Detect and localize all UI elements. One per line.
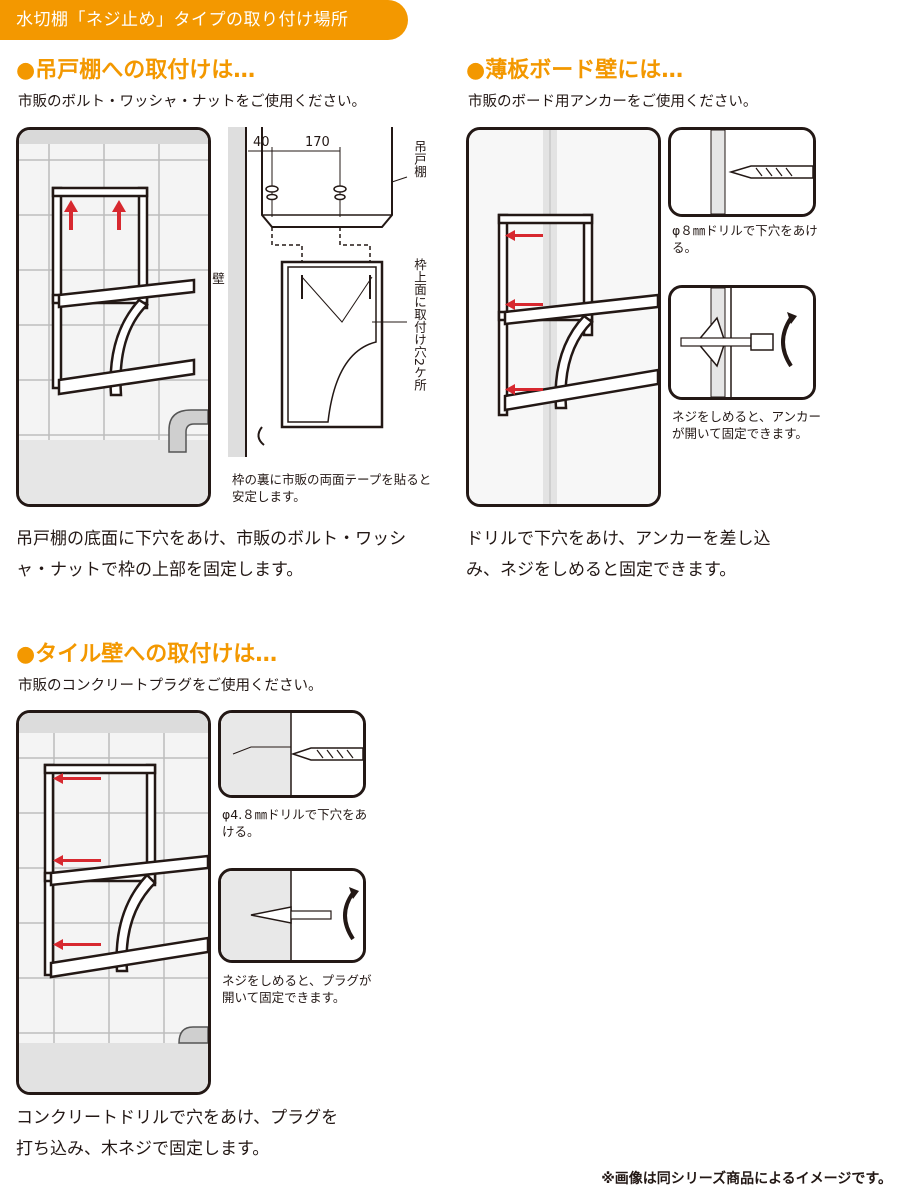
board-wall-panel [466,127,661,507]
section-title-cabinet: ●吊戸棚への取付けは… [16,58,256,83]
board-description: ドリルで下穴をあけ、アンカーを差し込み、ネジをしめると固定できます。 [466,529,771,580]
cabinet-mount-diagram [228,127,408,457]
board-anchor-panel [668,285,816,400]
dimension-170: 170 [305,135,330,150]
tile-plug-illustration [221,871,363,960]
image-disclaimer: ※画像は同シリーズ商品によるイメージです。 [601,1171,892,1187]
tape-note: 枠の裏に市販の両面テープを貼ると安定します。 [232,472,432,504]
section-subtitle-tile: 市販のコンクリートプラグをご使用ください。 [18,678,323,694]
board-drill-note: φ８㎜ドリルで下穴をあける。 [672,223,818,255]
cabinet-description: 吊戸棚の底面に下穴をあけ、市販のボルト・ワッシャ・ナットで枠の上部を固定します。 [16,529,407,580]
tile-drill-note: φ4.８㎜ドリルで下穴をあける。 [222,807,368,839]
board-drill-panel [668,127,816,217]
tile-drill-panel [218,710,366,798]
tile-screw-note: ネジをしめると、プラグが開いて固定できます。 [222,973,372,1005]
board-drill-illustration [671,130,813,214]
board-wall-illustration [469,130,658,504]
label-cabinet: 吊戸棚 [412,140,427,178]
tile-wall-illustration [19,713,208,1092]
tile-description: コンクリートドリルで穴をあけ、プラグを打ち込み、木ネジで固定します。 [16,1108,339,1159]
kitchen-photo-panel [16,127,211,507]
tile-drill-illustration [221,713,363,795]
tile-plug-panel [218,868,366,963]
board-screw-note: ネジをしめると、アンカーが開いて固定できます。 [672,409,822,441]
section-title-tile: ●タイル壁への取付けは… [16,642,278,667]
label-wall: 壁 [210,272,225,285]
kitchen-tile-illustration [19,130,208,504]
section-subtitle-cabinet: 市販のボルト・ワッシャ・ナットをご使用ください。 [18,94,366,110]
label-mount-holes: 枠上面に取付け穴2ケ所 [412,258,427,391]
tile-wall-panel [16,710,211,1095]
section-title-board: ●薄板ボード壁には… [466,58,684,83]
section-subtitle-board: 市販のボード用アンカーをご使用ください。 [468,94,758,110]
header-banner: 水切棚「ネジ止め」タイプの取り付け場所 [0,0,408,40]
dimension-40: 40 [253,135,270,150]
board-anchor-illustration [671,288,813,397]
